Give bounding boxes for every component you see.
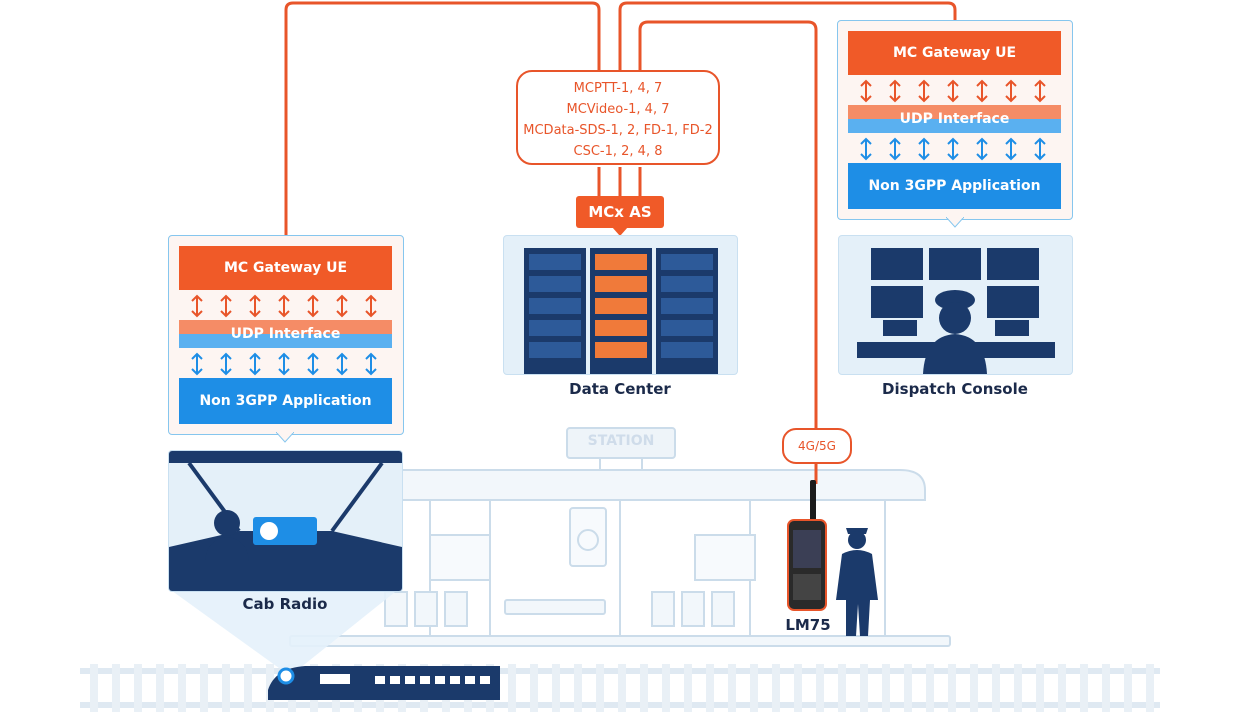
server-rack-icon xyxy=(524,248,718,374)
protocol-line: MCPTT-1, 4, 7 xyxy=(573,81,663,96)
double-arrow-icon xyxy=(860,137,872,161)
non-3gpp-application-left: Non 3GPP Application xyxy=(179,378,392,424)
station-sign: STATION xyxy=(587,433,655,449)
spotlight-beam xyxy=(168,588,400,676)
mcx-as-label: MCx AS xyxy=(576,196,664,228)
cab-radio-panel xyxy=(168,450,403,592)
left-stack-panel: MC Gateway UE UDP Interface Non 3GPP App… xyxy=(168,235,404,435)
double-arrow-icon xyxy=(365,294,377,318)
double-arrow-icon xyxy=(889,79,901,103)
protocol-line: MCVideo-1, 4, 7 xyxy=(566,102,670,117)
data-center-panel xyxy=(503,235,738,375)
double-arrow-icon xyxy=(1034,137,1046,161)
mc-gateway-ue-right: MC Gateway UE xyxy=(848,31,1061,75)
double-arrow-icon xyxy=(976,137,988,161)
double-arrow-icon xyxy=(220,294,232,318)
protocol-line: CSC-1, 2, 4, 8 xyxy=(573,144,663,159)
double-arrow-icon xyxy=(947,79,959,103)
double-arrow-icon xyxy=(976,79,988,103)
dispatcher-icon xyxy=(857,248,1055,374)
mc-gateway-ue-left: MC Gateway UE xyxy=(179,246,392,290)
pointer-arrow xyxy=(276,432,294,443)
up-down-arrows-blue-icon xyxy=(191,352,377,376)
pointer-arrow xyxy=(612,227,628,236)
double-arrow-icon xyxy=(191,294,203,318)
double-arrow-icon xyxy=(860,79,872,103)
protocol-list-box: MCPTT-1, 4, 7 MCVideo-1, 4, 7 MCData-SDS… xyxy=(516,70,720,165)
up-down-arrows-orange-icon xyxy=(860,79,1046,103)
device-label: LM75 xyxy=(785,616,831,634)
police-officer-icon xyxy=(836,528,878,636)
train-icon xyxy=(268,666,500,700)
train-cab-icon xyxy=(169,451,402,591)
protocol-line: MCData-SDS-1, 2, FD-1, FD-2 xyxy=(523,123,713,138)
double-arrow-icon xyxy=(307,352,319,376)
radio-handset-icon xyxy=(787,480,827,611)
double-arrow-icon xyxy=(307,294,319,318)
connection-lines xyxy=(284,1,957,484)
double-arrow-icon xyxy=(220,352,232,376)
udp-interface-right: UDP Interface xyxy=(848,105,1061,133)
double-arrow-icon xyxy=(947,137,959,161)
double-arrow-icon xyxy=(889,137,901,161)
pointer-arrow xyxy=(946,217,964,228)
double-arrow-icon xyxy=(278,294,290,318)
network-badge: 4G/5G xyxy=(782,428,852,464)
udp-interface-left: UDP Interface xyxy=(179,320,392,348)
railway-track xyxy=(80,664,1160,712)
double-arrow-icon xyxy=(918,79,930,103)
double-arrow-icon xyxy=(336,294,348,318)
non-3gpp-application-right: Non 3GPP Application xyxy=(848,163,1061,209)
data-center-label: Data Center xyxy=(569,380,671,398)
double-arrow-icon xyxy=(365,352,377,376)
double-arrow-icon xyxy=(278,352,290,376)
double-arrow-icon xyxy=(1034,79,1046,103)
double-arrow-icon xyxy=(1005,79,1017,103)
up-down-arrows-blue-icon xyxy=(860,137,1046,161)
double-arrow-icon xyxy=(191,352,203,376)
station-icon xyxy=(289,427,951,647)
dispatch-console-panel xyxy=(838,235,1073,375)
double-arrow-icon xyxy=(918,137,930,161)
double-arrow-icon xyxy=(1005,137,1017,161)
cab-radio-label: Cab Radio xyxy=(242,595,328,613)
right-stack-panel: MC Gateway UE UDP Interface Non 3GPP App… xyxy=(837,20,1073,220)
double-arrow-icon xyxy=(249,294,261,318)
double-arrow-icon xyxy=(336,352,348,376)
up-down-arrows-orange-icon xyxy=(191,294,377,318)
dispatch-console-label: Dispatch Console xyxy=(882,380,1028,398)
double-arrow-icon xyxy=(249,352,261,376)
